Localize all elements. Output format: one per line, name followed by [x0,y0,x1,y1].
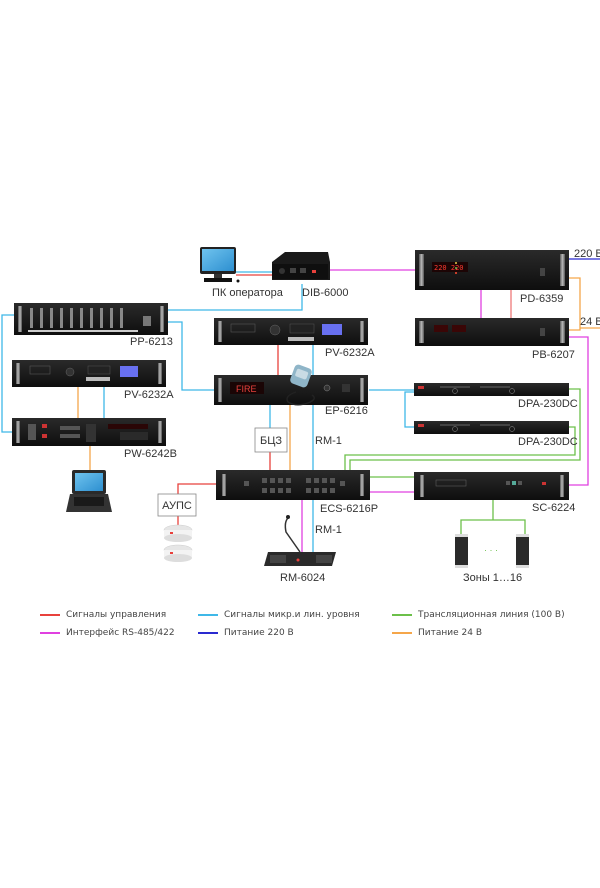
line-dpa-dpa-mic [404,391,414,428]
laptop [66,470,112,512]
legend-label: Питание 220 В [224,628,294,638]
label-ep: EP-6216 [325,405,368,417]
legend-label: Питание 24 В [418,628,482,638]
legend-item-mic: Сигналы микр.и лин. уровня [198,610,360,620]
label-pc: ПК оператора [212,287,284,299]
paging-microphone [286,364,315,406]
line-pp-ep-mic [168,321,214,391]
label-pv-left: PV-6232A [124,389,174,401]
pd-6359-device: 220 220 [415,250,569,290]
legend-label: Трансляционная линия (100 В) [418,610,565,620]
pp-6213-device [14,303,168,335]
legend-swatch [392,632,412,634]
legend-item-power220: Питание 220 В [198,628,294,638]
legend-swatch [40,632,60,634]
label-rm1-top: RM-1 [315,435,342,447]
legend-item-rs485: Интерфейс RS-485/422 [40,628,175,638]
speaker-zone-first [455,534,468,568]
label-sc: SC-6224 [532,502,575,514]
legend-item-broadcast: Трансляционная линия (100 В) [392,610,565,620]
label-rm1-bottom: RM-1 [315,524,342,536]
dpa-230dc-1-device [414,383,569,396]
label-dib: DIB-6000 [302,287,348,299]
sc-6224-device [414,472,569,500]
zones-ellipsis: · · · [484,545,498,555]
pv-6232a-left-device [12,360,166,387]
label-ecs: ECS-6216P [320,503,378,515]
ep-6216-device: FIRE [214,375,368,405]
label-pv-center: PV-6232A [325,347,375,359]
label-pb: PB-6207 [532,349,575,361]
legend: Сигналы управления Сигналы микр.и лин. у… [0,606,600,646]
legend-label: Сигналы управления [66,610,167,620]
line-pb-sc-rs485 [569,336,589,486]
label-aups: АУПС [162,500,192,512]
speaker-zone-last [516,534,529,568]
label-24v: 24 В [580,316,600,328]
legend-swatch [198,614,218,616]
dib-6000-device [272,252,330,280]
legend-swatch [198,632,218,634]
label-dpa2: DPA-230DC [518,436,578,448]
pd-display: 220 220 [434,264,464,272]
pv-6232a-center-device [214,318,368,345]
rm-6024-console [264,515,336,566]
legend-item-control: Сигналы управления [40,610,166,620]
ecs-6216p-device [216,470,370,500]
label-220v: 220 В [574,248,600,260]
legend-swatch [392,614,412,616]
label-pp: PP-6213 [130,336,173,348]
line-24v [569,277,581,331]
smoke-detector-1 [163,524,193,542]
line-sc-zones [460,500,526,535]
label-bcz: БЦЗ [260,435,282,447]
legend-item-power24: Питание 24 В [392,628,482,638]
line-dib-pp-mic [168,284,303,311]
dpa-230dc-2-device [414,421,569,434]
label-zones: Зоны 1…16 [463,572,522,584]
operator-pc [200,247,240,283]
label-rm: RM-6024 [280,572,325,584]
label-pw: PW-6242B [124,448,177,460]
legend-label: Сигналы микр.и лин. уровня [224,610,360,620]
aups-box [157,493,197,517]
pb-6207-device [415,318,569,346]
pw-6242b-device [12,418,166,446]
bcz-box [254,427,288,453]
fire-display: FIRE [236,384,257,394]
line-ecs-aups-control [177,483,216,494]
label-dpa1: DPA-230DC [518,398,578,410]
line-left-mic-bus [1,314,14,433]
smoke-detector-2 [163,544,193,562]
label-pd: PD-6359 [520,293,563,305]
legend-label: Интерфейс RS-485/422 [66,628,175,638]
legend-swatch [40,614,60,616]
